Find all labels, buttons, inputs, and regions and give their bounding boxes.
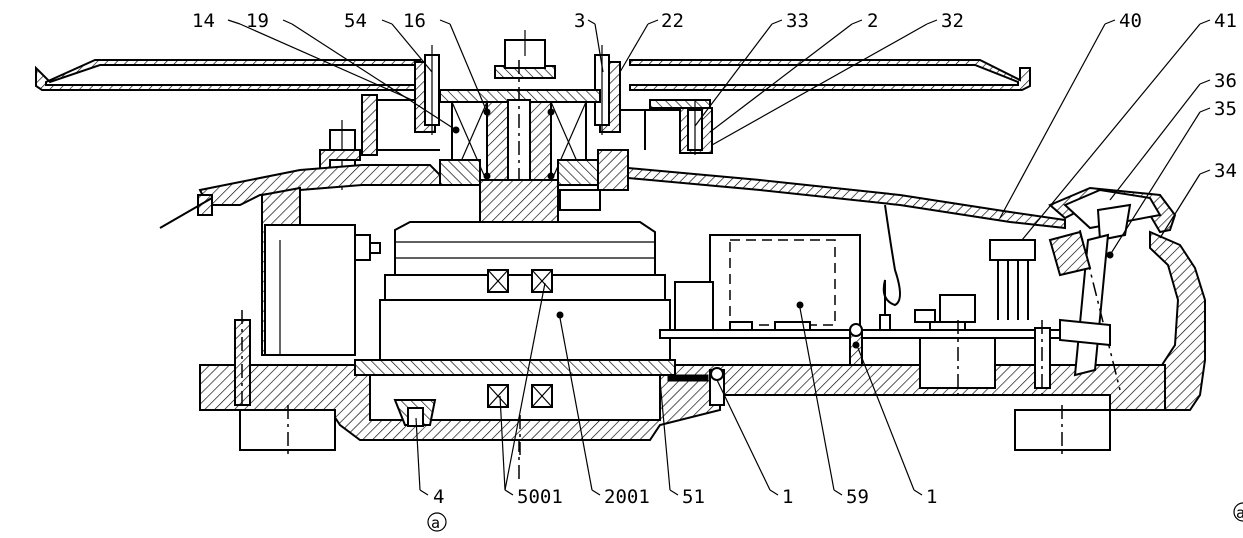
view-marker-right: a: [1233, 502, 1243, 522]
feet: [239, 405, 1111, 458]
callout-1-right: 1: [926, 486, 937, 508]
callout-1-left: 1: [782, 486, 793, 508]
callout-2001: 2001: [604, 486, 650, 508]
view-marker-right-label: a: [1236, 504, 1243, 522]
leader-lines-top: [227, 19, 1211, 241]
right-top-bracket: [620, 99, 713, 155]
callout-14: 14: [192, 10, 215, 32]
pcb: [659, 204, 1061, 406]
right-sensor: [1048, 188, 1162, 391]
callout-59: 59: [846, 486, 869, 508]
hub-assembly: [414, 45, 629, 480]
callout-3: 3: [574, 10, 585, 32]
callout-16: 16: [403, 10, 426, 32]
view-marker: a: [427, 512, 447, 532]
leader-lines-bottom: [415, 282, 923, 496]
top-plate: [35, 30, 1031, 91]
callout-5001: 5001: [517, 486, 563, 508]
callout-19: 19: [246, 10, 269, 32]
callout-2: 2: [867, 10, 878, 32]
callout-54: 54: [344, 10, 367, 32]
view-marker-label: a: [431, 514, 440, 532]
callout-34: 34: [1214, 160, 1237, 182]
callout-51: 51: [682, 486, 705, 508]
callout-4: 4: [433, 486, 444, 508]
callout-32: 32: [941, 10, 964, 32]
callout-33: 33: [786, 10, 809, 32]
left-component: [234, 224, 381, 410]
callout-36: 36: [1214, 70, 1237, 92]
callout-35: 35: [1214, 98, 1237, 120]
motor: [354, 221, 676, 427]
leader-lines-right: [1109, 79, 1211, 256]
callout-41: 41: [1214, 10, 1237, 32]
callout-40: 40: [1119, 10, 1142, 32]
callout-22: 22: [661, 10, 684, 32]
